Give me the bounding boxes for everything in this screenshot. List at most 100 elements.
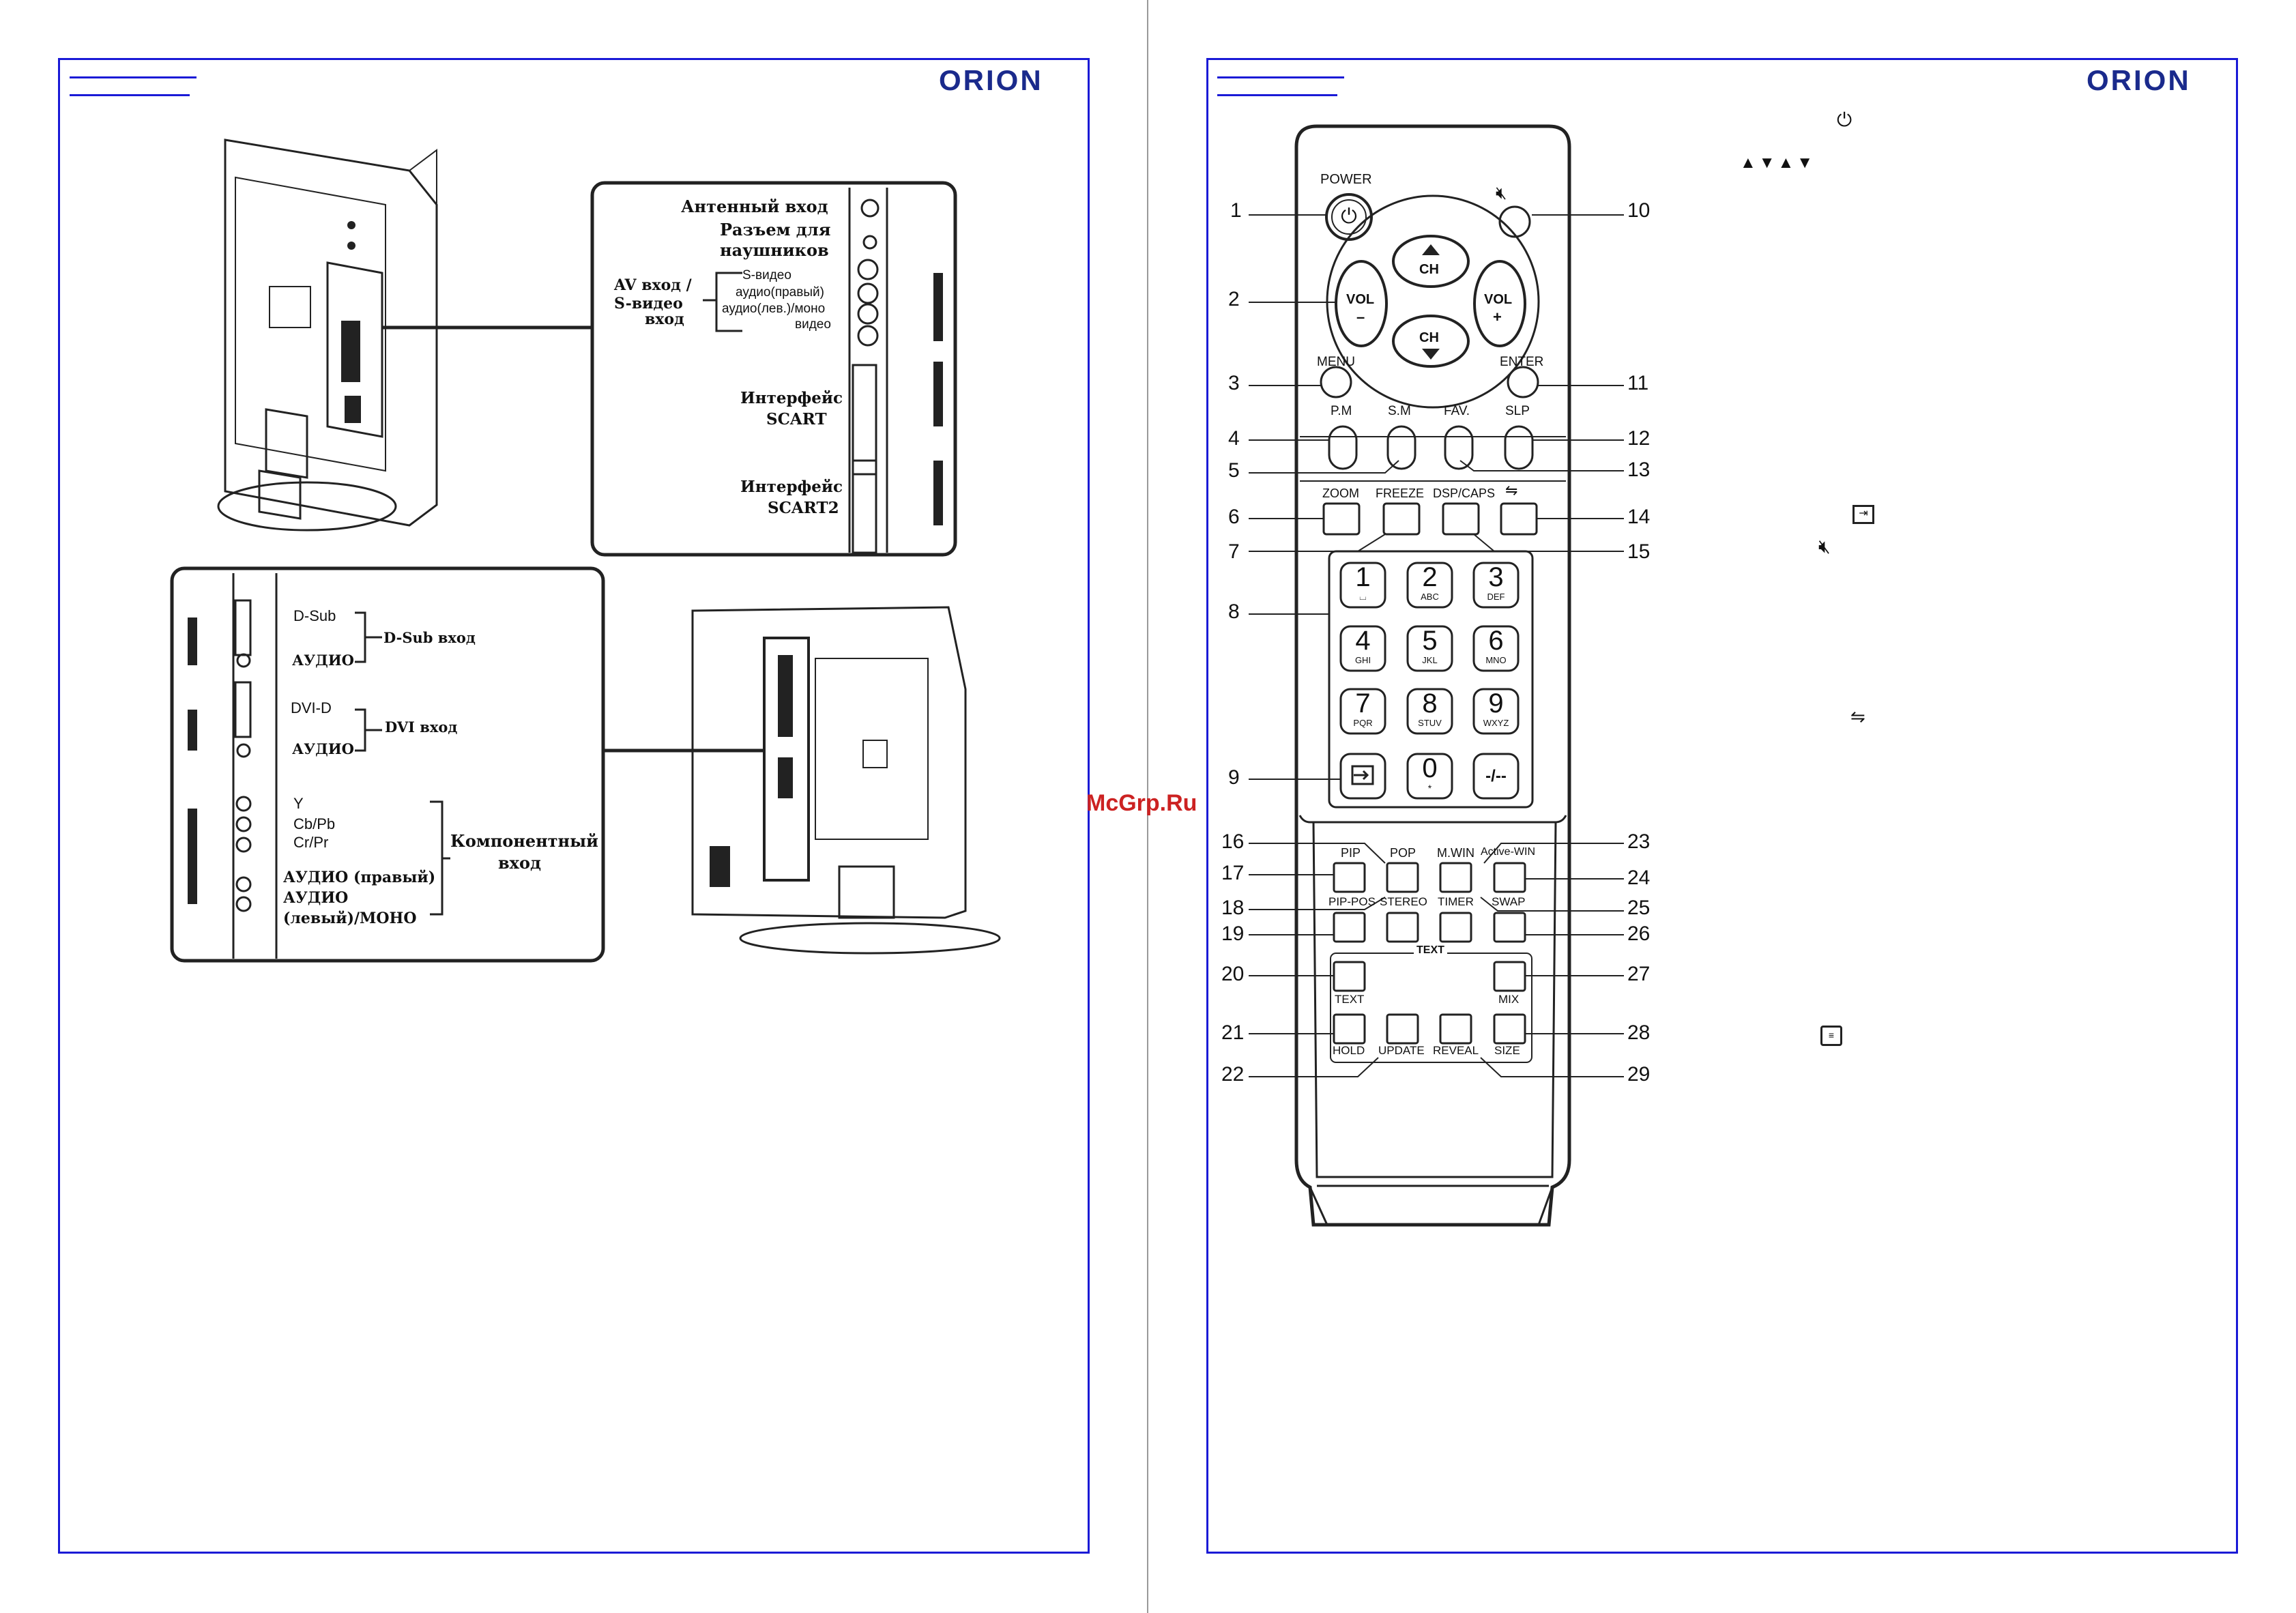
audio-1-label: АУДИО: [292, 652, 354, 669]
audio-2-label: АУДИО: [292, 740, 354, 757]
digit-key-2[interactable]: 2 ABC: [1408, 563, 1452, 607]
enter-label[interactable]: ENTER: [1500, 355, 1544, 369]
digit-key-6[interactable]: 6 MNO: [1474, 626, 1518, 671]
callout-3: 3: [1228, 372, 1240, 394]
digit-0-number: 0: [1422, 753, 1438, 783]
callout-10: 10: [1627, 199, 1651, 222]
left-header-line-2: [70, 94, 190, 96]
callout-21: 21: [1221, 1021, 1245, 1044]
swap-icon: ⇋: [1850, 706, 1865, 727]
audio-left-mono-label: аудио(лев.)/моно: [722, 302, 826, 316]
digit-key-0[interactable]: 0 *: [1408, 754, 1452, 798]
svideo-label: S-видео: [742, 268, 791, 282]
slp-label[interactable]: SLP: [1505, 404, 1530, 418]
component-label-2: вход: [498, 853, 541, 873]
digit-1-number: 1: [1355, 562, 1371, 592]
mute-icon: 🔇︎: [1496, 182, 1507, 203]
callout-28: 28: [1627, 1021, 1651, 1044]
stereo-label[interactable]: STEREO: [1380, 895, 1427, 908]
mix-label[interactable]: MIX: [1498, 993, 1520, 1006]
text-label[interactable]: TEXT: [1335, 993, 1365, 1006]
headphones-label-2: наушников: [720, 240, 829, 260]
left-page-frame: [58, 58, 1090, 1554]
update-label[interactable]: UPDATE: [1378, 1044, 1425, 1057]
digit-2-number: 2: [1422, 562, 1438, 592]
callout-7: 7: [1228, 540, 1240, 563]
callout-22: 22: [1221, 1063, 1245, 1086]
av-input-label-2: S-видео: [614, 295, 683, 313]
sm-label[interactable]: S.M: [1388, 404, 1411, 418]
reveal-label[interactable]: REVEAL: [1433, 1044, 1479, 1057]
menu-label[interactable]: MENU: [1317, 355, 1355, 369]
hold-label[interactable]: HOLD: [1333, 1044, 1365, 1057]
callout-24: 24: [1627, 867, 1651, 889]
swap-button[interactable]: ⇋: [1505, 482, 1517, 499]
fav-label[interactable]: FAV.: [1444, 404, 1470, 418]
pippos-label[interactable]: PIP-POS: [1328, 895, 1376, 908]
power-button[interactable]: ⏻: [1326, 194, 1371, 239]
vol-minus-label[interactable]: VOL: [1346, 292, 1375, 307]
activewin-label[interactable]: Active-WIN: [1481, 846, 1535, 858]
digit-1-letters: ⌴: [1359, 592, 1367, 602]
brand-logo-right: ORION: [2087, 64, 2191, 96]
mute-button[interactable]: 🔇︎: [1496, 182, 1530, 237]
vol-plus-label[interactable]: VOL: [1484, 292, 1513, 307]
swap-label[interactable]: SWAP: [1492, 895, 1526, 908]
digit-key-3[interactable]: 3 DEF: [1474, 563, 1518, 607]
av-input-label-1: AV вход /: [614, 276, 692, 294]
dash-key[interactable]: -/--: [1474, 754, 1518, 798]
ch-up-label[interactable]: CH: [1419, 262, 1439, 277]
power-label: POWER: [1320, 172, 1372, 187]
power-icon: ⏻: [1837, 109, 1852, 130]
digit-key-4[interactable]: 4 GHI: [1341, 626, 1385, 671]
dvid-label: DVI-D: [291, 699, 332, 716]
scart2-label-1: Интерфейс: [740, 478, 843, 496]
dash-key-label: -/--: [1485, 767, 1507, 785]
callout-23: 23: [1627, 830, 1651, 853]
digit-9-letters: WXYZ: [1483, 718, 1509, 728]
callout-14: 14: [1627, 506, 1651, 528]
mute-icon: 🔇︎: [1818, 536, 1831, 557]
timer-label[interactable]: TIMER: [1438, 895, 1474, 908]
input-source-button[interactable]: [1341, 754, 1385, 798]
digit-key-5[interactable]: 5 JKL: [1408, 626, 1452, 671]
y-label: Y: [293, 795, 304, 812]
callout-11: 11: [1627, 372, 1649, 394]
zoom-label[interactable]: ZOOM: [1322, 486, 1359, 500]
pip-label[interactable]: PIP: [1341, 846, 1361, 860]
brand-logo-left: ORION: [939, 64, 1043, 96]
digit-key-8[interactable]: 8 STUV: [1408, 689, 1452, 733]
left-header-line: [70, 76, 197, 78]
digit-key-9[interactable]: 9 WXYZ: [1474, 689, 1518, 733]
digit-key-7[interactable]: 7 PQR: [1341, 689, 1385, 733]
ch-down-label[interactable]: CH: [1419, 330, 1439, 345]
callout-5: 5: [1228, 459, 1240, 482]
callout-17: 17: [1221, 862, 1245, 884]
digit-3-number: 3: [1488, 562, 1504, 592]
freeze-label[interactable]: FREEZE: [1376, 486, 1425, 500]
text-header-label: TEXT: [1414, 944, 1447, 957]
digit-2-letters: ABC: [1421, 592, 1439, 602]
arrow-icons: ▲▼▲▼: [1740, 154, 1816, 172]
vol-plus-sign: +: [1493, 308, 1502, 325]
digit-8-number: 8: [1422, 688, 1438, 718]
mwin-label[interactable]: M.WIN: [1437, 846, 1474, 860]
dspcaps-label[interactable]: DSP/CAPS: [1433, 486, 1496, 500]
callout-27: 27: [1627, 963, 1651, 985]
digit-3-letters: DEF: [1487, 592, 1505, 602]
size-label[interactable]: SIZE: [1494, 1044, 1520, 1057]
right-header-line-2: [1217, 94, 1337, 96]
digit-9-number: 9: [1488, 688, 1504, 718]
callout-13: 13: [1627, 459, 1651, 481]
digit-4-number: 4: [1355, 626, 1371, 656]
pm-label[interactable]: P.M: [1331, 404, 1352, 418]
audio-left-bottom-label-2: (левый)/МОНО: [283, 910, 417, 927]
callout-8: 8: [1228, 600, 1240, 623]
watermark: McGrp.Ru: [1086, 790, 1197, 816]
digit-key-1[interactable]: 1 ⌴: [1341, 563, 1385, 607]
callout-18: 18: [1221, 897, 1245, 919]
pop-label[interactable]: POP: [1390, 846, 1416, 860]
scart2-label-2: SCART2: [768, 499, 839, 517]
